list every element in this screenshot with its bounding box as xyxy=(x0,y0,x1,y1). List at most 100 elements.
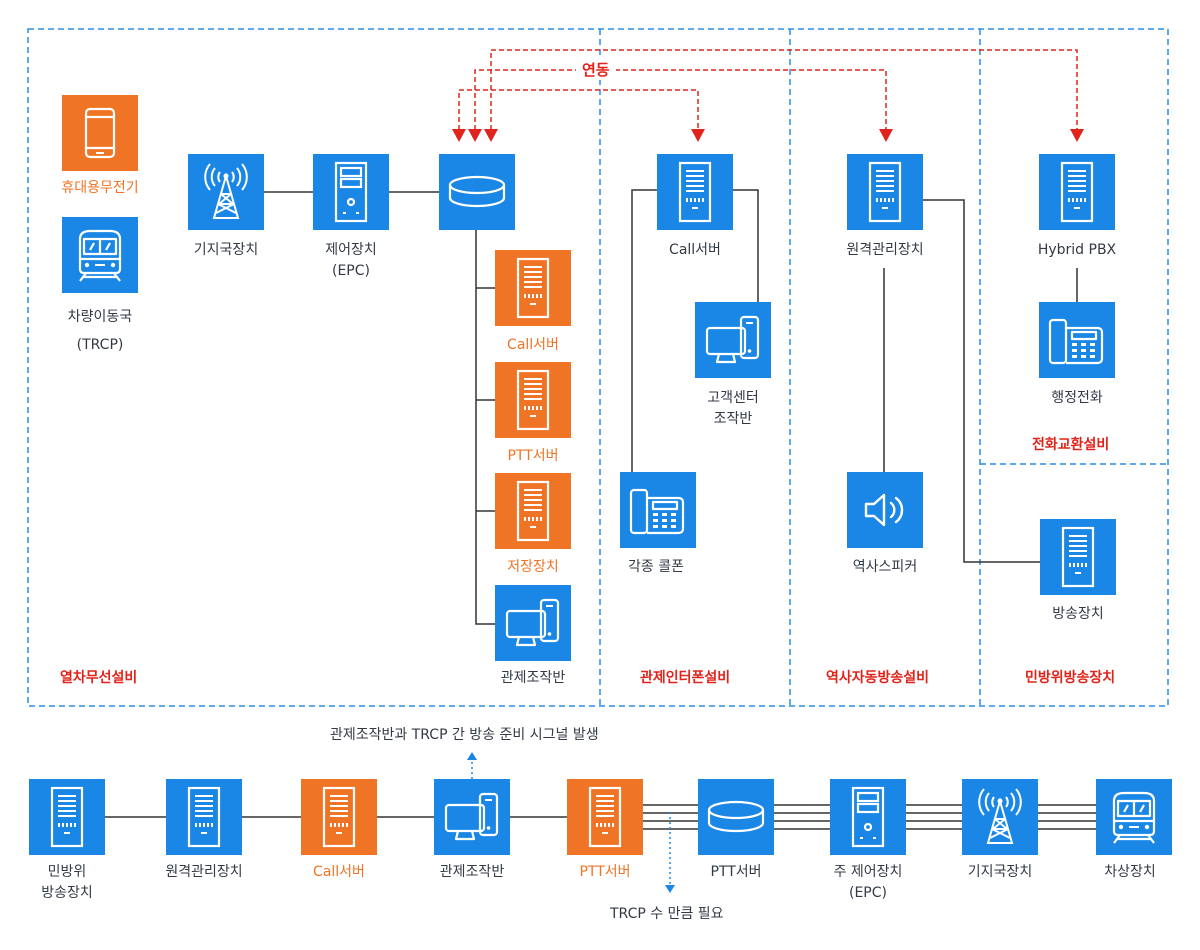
linkage-path-remote-control xyxy=(474,69,887,130)
arrowhead xyxy=(452,129,466,142)
control-console-node[interactable] xyxy=(495,585,571,661)
note-arrowhead-up xyxy=(467,752,477,760)
linkage-path-hybrid-pbx xyxy=(490,49,1078,130)
flow-control-console-label: 관제조작반 xyxy=(439,864,505,880)
control-console-label: 관제조작반 xyxy=(500,670,566,686)
server-rack-icon xyxy=(187,786,221,848)
flow-ptt-server-label: PTT서버 xyxy=(579,864,631,880)
flow-call-server-label: Call서버 xyxy=(313,864,365,880)
tablet-icon xyxy=(84,107,116,159)
database-disk-icon xyxy=(707,800,765,833)
flow-ptt-db-node[interactable] xyxy=(698,779,774,855)
epc-label: 제어장치 (EPC) xyxy=(325,242,377,279)
station-speaker-label: 역사스피커 xyxy=(852,559,918,575)
link-remote-broadcast xyxy=(923,199,1040,563)
customer-center-console-node[interactable] xyxy=(695,302,771,378)
broadcast-device-node[interactable] xyxy=(1040,519,1116,595)
database-node[interactable] xyxy=(439,154,515,230)
linkage-path-call-server xyxy=(458,89,699,130)
pc-tower-icon xyxy=(334,161,368,223)
section-borders xyxy=(27,28,1169,707)
flow-base-station-node[interactable] xyxy=(962,779,1038,855)
server-rack-icon xyxy=(1060,161,1094,223)
mobile-radio-node[interactable] xyxy=(62,95,138,171)
database-disk-icon xyxy=(448,175,506,208)
storage-label: 저장장치 xyxy=(507,559,559,575)
linkage-arrowheads xyxy=(452,129,1084,142)
various-phones-label: 각종 콜폰 xyxy=(628,559,684,575)
section-border-outer xyxy=(27,28,1169,707)
base-station-label: 기지국장치 xyxy=(193,242,259,258)
note-broadcast-signal: 관제조작반과 TRCP 간 방송 준비 시그널 발생 xyxy=(330,727,599,743)
train-station-label: 차량이동국 (TRCP) xyxy=(67,309,133,353)
mobile-radio-label: 휴대용무전기 xyxy=(61,180,139,196)
desk-phone-icon xyxy=(1048,318,1104,365)
flow-main-epc-label: 주 제어장치 (EPC) xyxy=(833,864,903,901)
flow-call-server-node[interactable] xyxy=(301,779,377,855)
ptt-server-node[interactable] xyxy=(495,362,571,438)
remote-control-node[interactable] xyxy=(847,154,923,230)
intercom-call-server-label: Call서버 xyxy=(669,242,721,258)
hybrid-pbx-label: Hybrid PBX xyxy=(1037,242,1117,258)
flow-main-epc-node[interactable] xyxy=(830,779,906,855)
link-callserver-console xyxy=(733,189,759,302)
train-icon xyxy=(1112,791,1156,844)
flow-control-console-node[interactable] xyxy=(434,779,510,855)
server-rack-icon xyxy=(516,480,550,542)
flow-onboard-node[interactable] xyxy=(1096,779,1172,855)
monitor-device-icon xyxy=(705,315,760,364)
various-phones-node[interactable] xyxy=(620,472,696,548)
station-speaker-node[interactable] xyxy=(847,472,923,548)
call-server-label: Call서버 xyxy=(507,337,559,353)
server-rack-icon xyxy=(322,786,356,848)
antenna-tower-icon xyxy=(204,163,248,219)
speaker-icon xyxy=(864,493,904,527)
note-arrows xyxy=(471,760,671,886)
pc-tower-icon xyxy=(851,786,885,848)
monitor-device-icon xyxy=(444,792,499,841)
flow-remote-control-label: 원격관리장치 xyxy=(165,864,243,880)
storage-node[interactable] xyxy=(495,473,571,549)
server-rack-icon xyxy=(516,369,550,431)
ptt-server-label: PTT서버 xyxy=(507,448,559,464)
link-callserver-phones xyxy=(631,189,657,472)
note-arrowheads xyxy=(467,752,675,893)
admin-phone-label: 행정전화 xyxy=(1051,390,1103,406)
section-label-train-radio: 열차무선설비 xyxy=(60,670,138,686)
server-rack-icon xyxy=(1061,526,1095,588)
top-connectors xyxy=(264,189,1078,625)
epc-node[interactable] xyxy=(313,154,389,230)
section-label-phone-exchange: 전화교환설비 xyxy=(1032,437,1110,453)
arrowhead xyxy=(879,129,893,142)
server-rack-icon xyxy=(50,786,84,848)
section-label-intercom: 관제인터폰설비 xyxy=(640,670,731,686)
flow-ptt-server-node[interactable] xyxy=(567,779,643,855)
flow-civil-defense-node[interactable] xyxy=(29,779,105,855)
note-trcp-count: TRCP 수 만큼 필요 xyxy=(610,906,724,922)
monitor-device-icon xyxy=(505,598,560,647)
server-rack-icon xyxy=(516,257,550,319)
hybrid-pbx-node[interactable] xyxy=(1039,154,1115,230)
call-server-node[interactable] xyxy=(495,250,571,326)
flow-onboard-label: 차상장치 xyxy=(1104,864,1156,880)
linkage-arrows xyxy=(458,49,1078,130)
arrowhead xyxy=(468,129,482,142)
flow-civil-defense-label: 민방위 방송장치 xyxy=(41,864,93,901)
arrowhead xyxy=(484,129,498,142)
broadcast-device-label: 방송장치 xyxy=(1052,606,1104,622)
admin-phone-node[interactable] xyxy=(1039,302,1115,378)
customer-center-console-label: 고객센터 조작반 xyxy=(707,390,759,427)
intercom-call-server-node[interactable] xyxy=(657,154,733,230)
section-label-civil-defense: 민방위방송장치 xyxy=(1025,670,1116,686)
arrowhead xyxy=(691,129,705,142)
desk-phone-icon xyxy=(629,488,685,535)
remote-control-label: 원격관리장치 xyxy=(846,242,924,258)
link-db-console xyxy=(475,230,495,625)
train-station-node[interactable] xyxy=(62,217,138,293)
server-rack-icon xyxy=(588,786,622,848)
server-rack-icon xyxy=(678,161,712,223)
flow-remote-control-node[interactable] xyxy=(166,779,242,855)
base-station-node[interactable] xyxy=(188,154,264,230)
server-rack-icon xyxy=(868,161,902,223)
